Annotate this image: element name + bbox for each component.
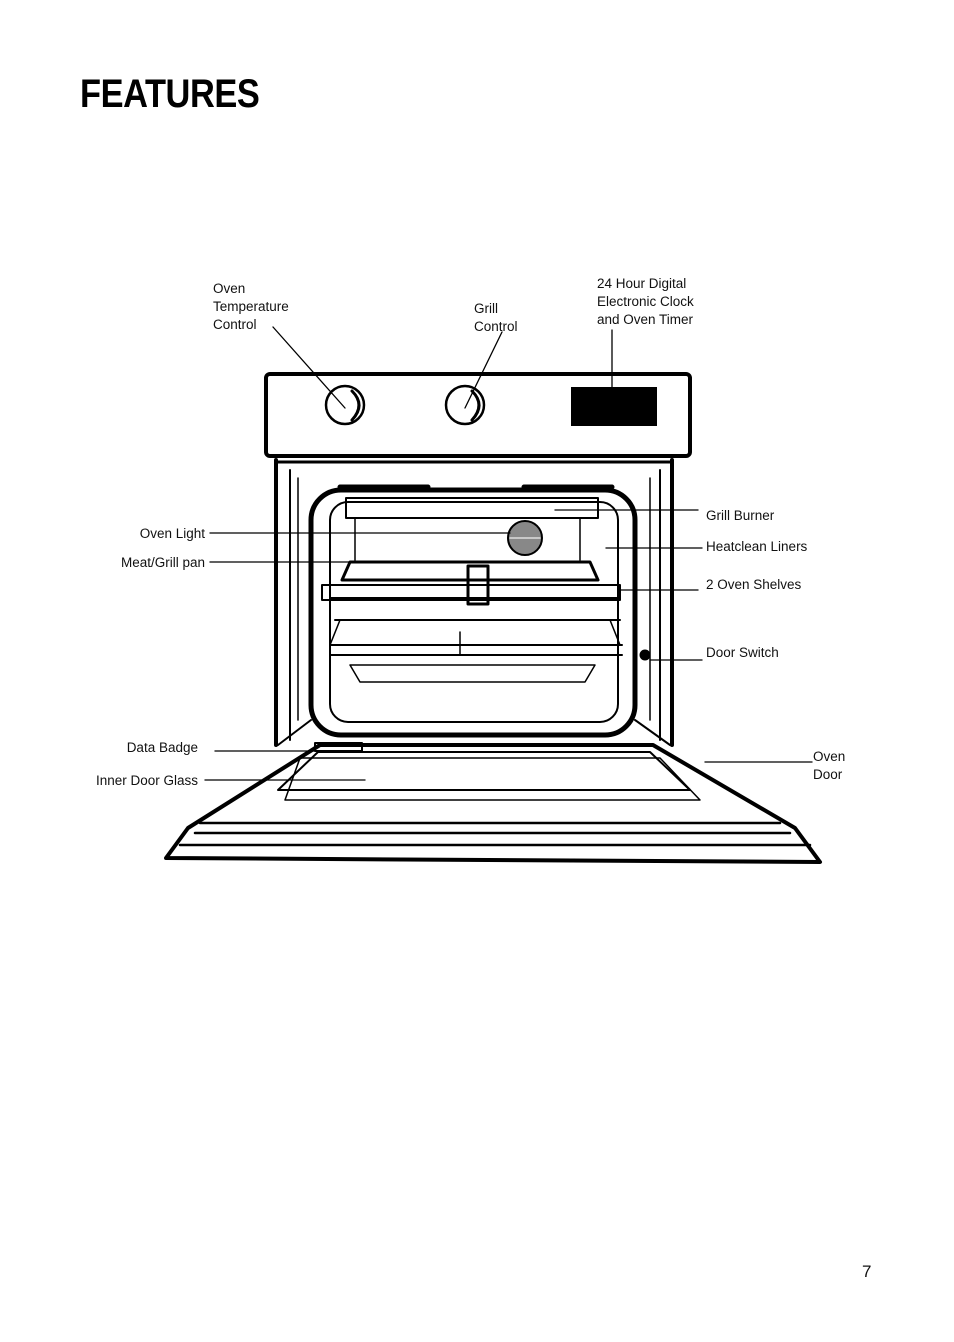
label-heatclean-liners: Heatclean Liners	[706, 539, 808, 554]
oven-door	[164, 743, 822, 864]
label-clock-timer: 24 Hour Digital Electronic Clock and Ove…	[597, 276, 694, 327]
oven-cavity	[308, 487, 638, 738]
door-switch	[639, 649, 651, 661]
label-data-badge: Data Badge	[126, 740, 198, 755]
label-grill-control: Grill Control	[474, 301, 518, 334]
label-oven-light: Oven Light	[139, 526, 205, 541]
label-grill-burner: Grill Burner	[706, 508, 775, 523]
label-oven-shelves: 2 Oven Shelves	[706, 577, 802, 592]
page-number: 7	[862, 1262, 872, 1281]
clock-display	[571, 387, 657, 426]
label-oven-door: Oven Door	[813, 749, 846, 782]
label-oven-temperature-control: Oven Temperature Control	[213, 281, 289, 332]
page-title: FEATURES	[80, 72, 260, 116]
meat-grill-pan	[321, 560, 621, 606]
grill-knob	[444, 384, 486, 426]
oven-body	[274, 458, 674, 747]
label-door-switch: Door Switch	[706, 645, 779, 660]
grill-burner	[337, 484, 615, 561]
oven-temperature-knob	[324, 384, 366, 426]
data-badge	[314, 742, 363, 752]
control-panel	[264, 372, 692, 458]
leader-lines	[204, 326, 813, 781]
oven-shelf-lower	[329, 619, 623, 683]
label-inner-door-glass: Inner Door Glass	[95, 773, 198, 788]
label-meat-grill-pan: Meat/Grill pan	[120, 555, 205, 570]
